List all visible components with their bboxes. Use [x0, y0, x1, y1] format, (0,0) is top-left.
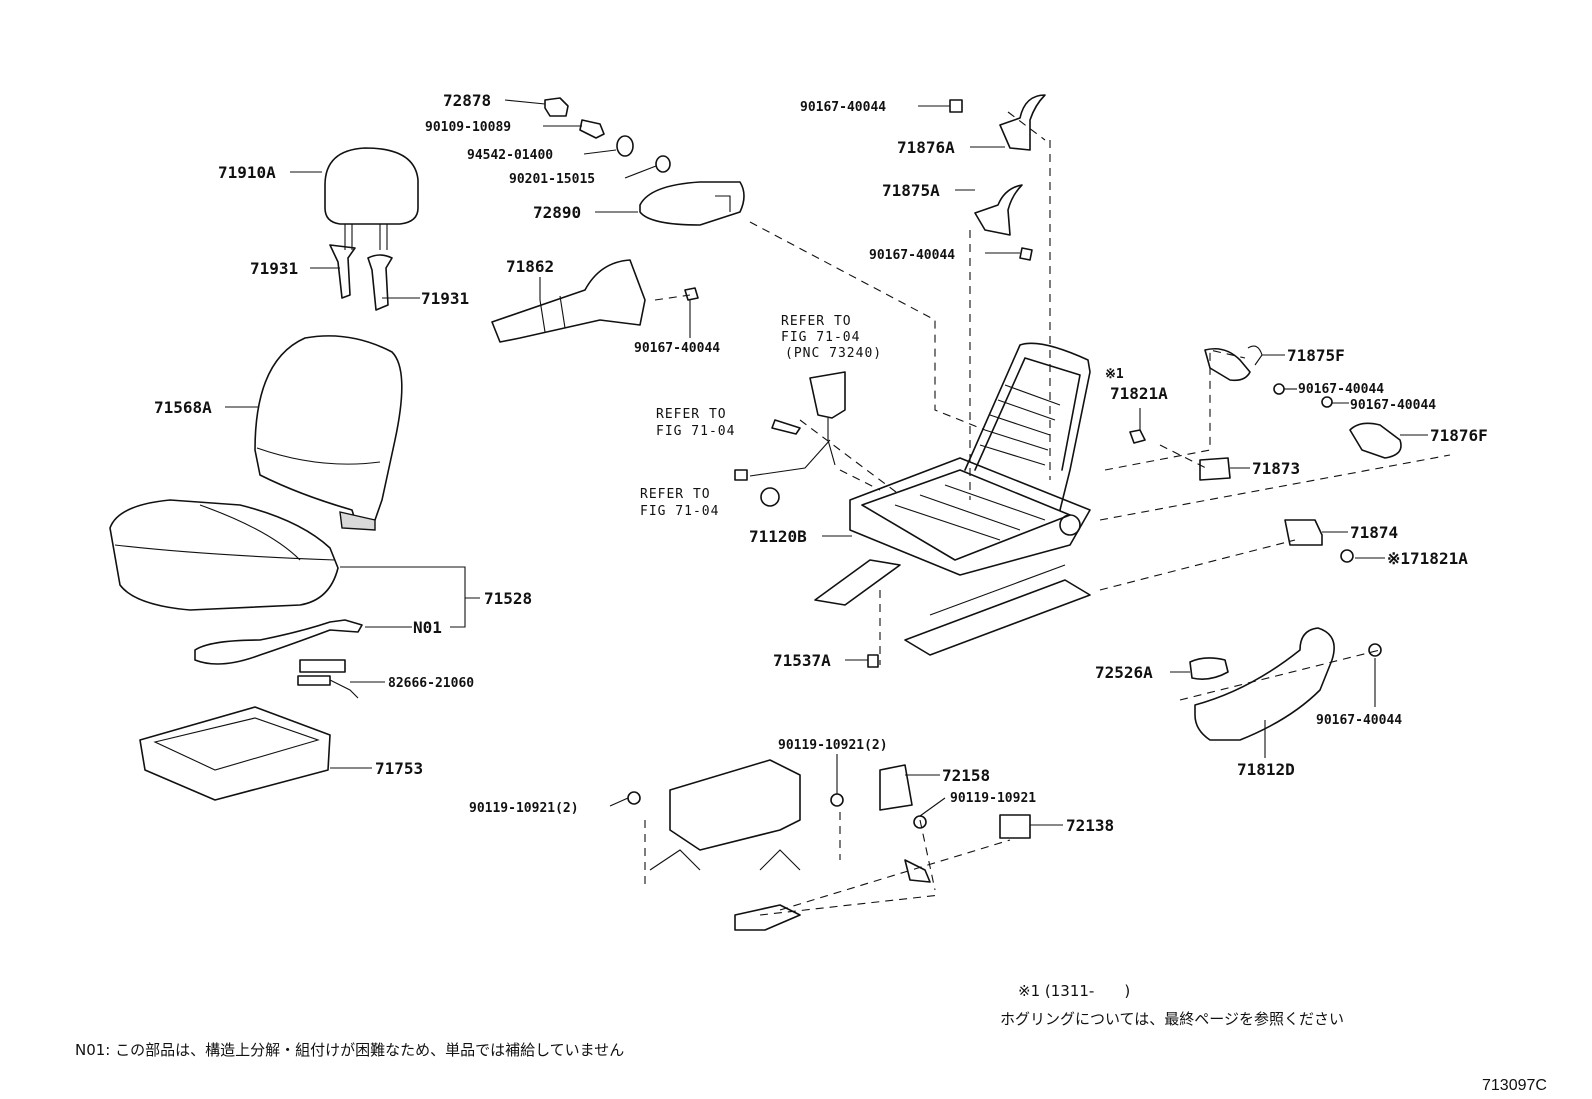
label-90167-40044-c: 90167-40044 — [1298, 382, 1384, 397]
seat-frame-drawing — [814, 342, 1091, 668]
ref1-line1: REFER TO — [781, 314, 852, 329]
leader-lines — [225, 99, 1428, 826]
assembly-dashed-lines — [644, 111, 1451, 916]
footnote-n01: N01: この部品は、構造上分解・組付けが困難なため、単品では補給していません — [75, 1041, 624, 1059]
label-71876F: 71876F — [1430, 426, 1488, 445]
label-72526A: 72526A — [1095, 663, 1153, 682]
label-71910A: 71910A — [218, 163, 276, 182]
label-71812D: 71812D — [1237, 760, 1295, 779]
right-hardware-drawing — [949, 94, 1402, 741]
label-71875A: 71875A — [882, 181, 940, 200]
headrest-drawing — [324, 147, 419, 250]
label-71873: 71873 — [1252, 459, 1300, 478]
headrest-support-drawing — [329, 244, 393, 311]
top-hardware-drawing — [544, 97, 745, 226]
label-71120B: 71120B — [749, 527, 807, 546]
label-90119-10921-b: 90119-10921(2) — [469, 801, 579, 816]
label-71862: 71862 — [506, 257, 554, 276]
footnote-star1-line2: ホグリングについては、最終ページを参照ください — [1000, 1010, 1344, 1028]
label-71537A: 71537A — [773, 651, 831, 670]
label-90119-10921-c: 90119-10921 — [950, 791, 1036, 806]
label-90109-10089: 90109-10089 — [425, 120, 511, 135]
label-71753: 71753 — [375, 759, 423, 778]
label-90167-40044-d: 90167-40044 — [1350, 398, 1436, 413]
seatback-cover-drawing — [254, 335, 403, 531]
footnote-star1-line1: ※1 (1311- ) — [1018, 982, 1130, 1000]
figure-code: 713097C — [1482, 1077, 1547, 1094]
label-90167-40044-a: 90167-40044 — [634, 341, 720, 356]
label-71876A: 71876A — [897, 138, 955, 157]
seat-cushion-drawing — [109, 499, 339, 611]
label-72138: 72138 — [1066, 816, 1114, 835]
label-71821A-b: ※171821A — [1387, 549, 1468, 568]
label-71874: 71874 — [1350, 523, 1398, 542]
lower-hardware-drawing — [627, 759, 1031, 931]
belt-buckle-drawing — [734, 371, 846, 507]
label-72158: 72158 — [942, 766, 990, 785]
label-71875F: 71875F — [1287, 346, 1345, 365]
ref1-line2: FIG 71-04 — [781, 330, 860, 345]
harness-drawing — [194, 619, 363, 665]
label-71568A: 71568A — [154, 398, 212, 417]
cushion-pad-drawing — [139, 706, 331, 801]
label-90119-10921-a: 90119-10921(2) — [778, 738, 888, 753]
label-N01: N01 — [413, 618, 442, 637]
label-90201-15015: 90201-15015 — [509, 172, 595, 187]
ref3-line1: REFER TO — [640, 487, 711, 502]
ref2-line2: FIG 71-04 — [656, 424, 735, 439]
label-90167-40044-top: 90167-40044 — [800, 100, 886, 115]
ref2-line1: REFER TO — [656, 407, 727, 422]
reference-notes: REFER TO FIG 71-04 (PNC 73240) REFER TO … — [640, 314, 882, 519]
label-72890: 72890 — [533, 203, 581, 222]
ref3-line2: FIG 71-04 — [640, 504, 719, 519]
label-90167-40044-e: 90167-40044 — [1316, 713, 1402, 728]
ref1-line3: (PNC 73240) — [785, 346, 882, 361]
label-71821A: 71821A — [1110, 384, 1168, 403]
label-94542-01400: 94542-01400 — [467, 148, 553, 163]
sensor-drawing — [297, 659, 359, 699]
label-90167-40044-b: 90167-40044 — [869, 248, 955, 263]
label-71931-right: 71931 — [421, 289, 469, 308]
label-72878: 72878 — [443, 91, 491, 110]
side-shield-drawing — [491, 259, 699, 343]
label-star1: ※1 — [1105, 367, 1124, 382]
label-71528: 71528 — [484, 589, 532, 608]
label-82666-21060: 82666-21060 — [388, 676, 474, 691]
label-71931-left: 71931 — [250, 259, 298, 278]
part-labels: 72878 90109-10089 94542-01400 90201-1501… — [154, 91, 1488, 835]
footnotes: ※1 (1311- ) ホグリングについては、最終ページを参照ください N01:… — [75, 982, 1547, 1094]
